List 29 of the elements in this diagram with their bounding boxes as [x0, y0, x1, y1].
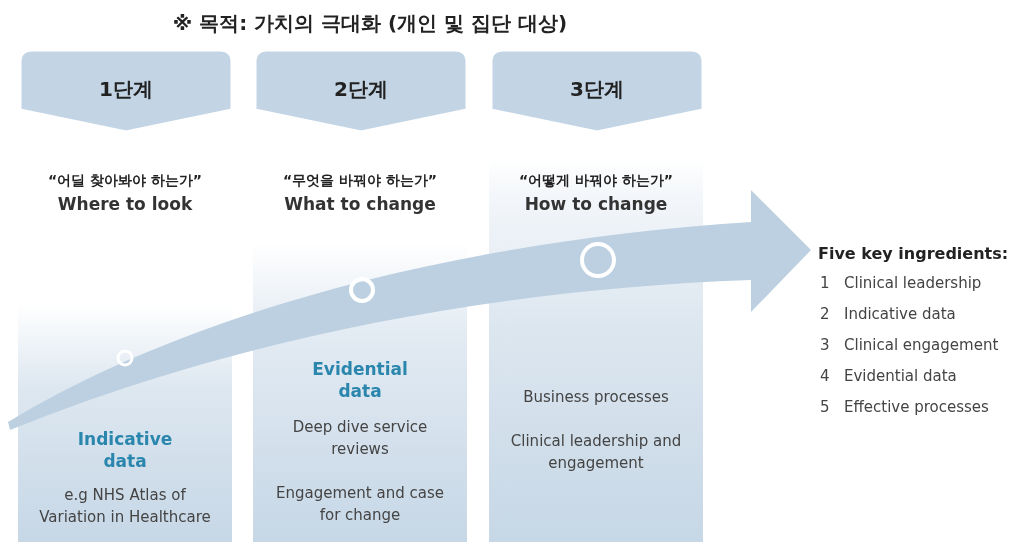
title: ※ 목적: 가치의 극대화 (개인 및 집단 대상) [171, 10, 569, 37]
key-term: Indicative data [76, 428, 174, 472]
stage-label: 1단계 [98, 76, 154, 103]
quote-text: “어떻게 바꿔야 하는가” [517, 171, 675, 190]
quote-text: “무엇을 바꿔야 하는가” [281, 171, 439, 190]
list-item: Effective processes [844, 397, 989, 418]
column-heading: What to change [283, 193, 437, 216]
list-number: 3 [819, 335, 831, 356]
list-item: Clinical engagement [844, 335, 999, 356]
body-text: Deep dive service reviews [291, 417, 429, 460]
stage-label: 3단계 [569, 76, 625, 103]
stage-label: 2단계 [333, 76, 389, 103]
column-heading: Where to look [56, 193, 194, 216]
curved-arrow [8, 190, 811, 430]
list-item: Clinical leadership [844, 273, 982, 294]
list-item: Indicative data [844, 304, 956, 325]
list-number: 4 [819, 366, 831, 387]
body-text: Business processes [522, 387, 670, 408]
list-item: Evidential data [844, 366, 957, 387]
key-term: Evidential data [311, 358, 409, 402]
quote-text: “어딜 찾아봐야 하는가” [46, 171, 204, 190]
body-text: Clinical leadership and engagement [509, 431, 683, 474]
body-text: e.g NHS Atlas of Variation in Healthcare [38, 485, 212, 528]
list-number: 5 [819, 397, 831, 418]
body-text: Engagement and case for change [275, 483, 445, 526]
column-heading: How to change [523, 193, 669, 216]
list-number: 1 [819, 273, 831, 294]
list-number: 2 [819, 304, 831, 325]
list-heading: Five key ingredients: [818, 243, 1010, 265]
